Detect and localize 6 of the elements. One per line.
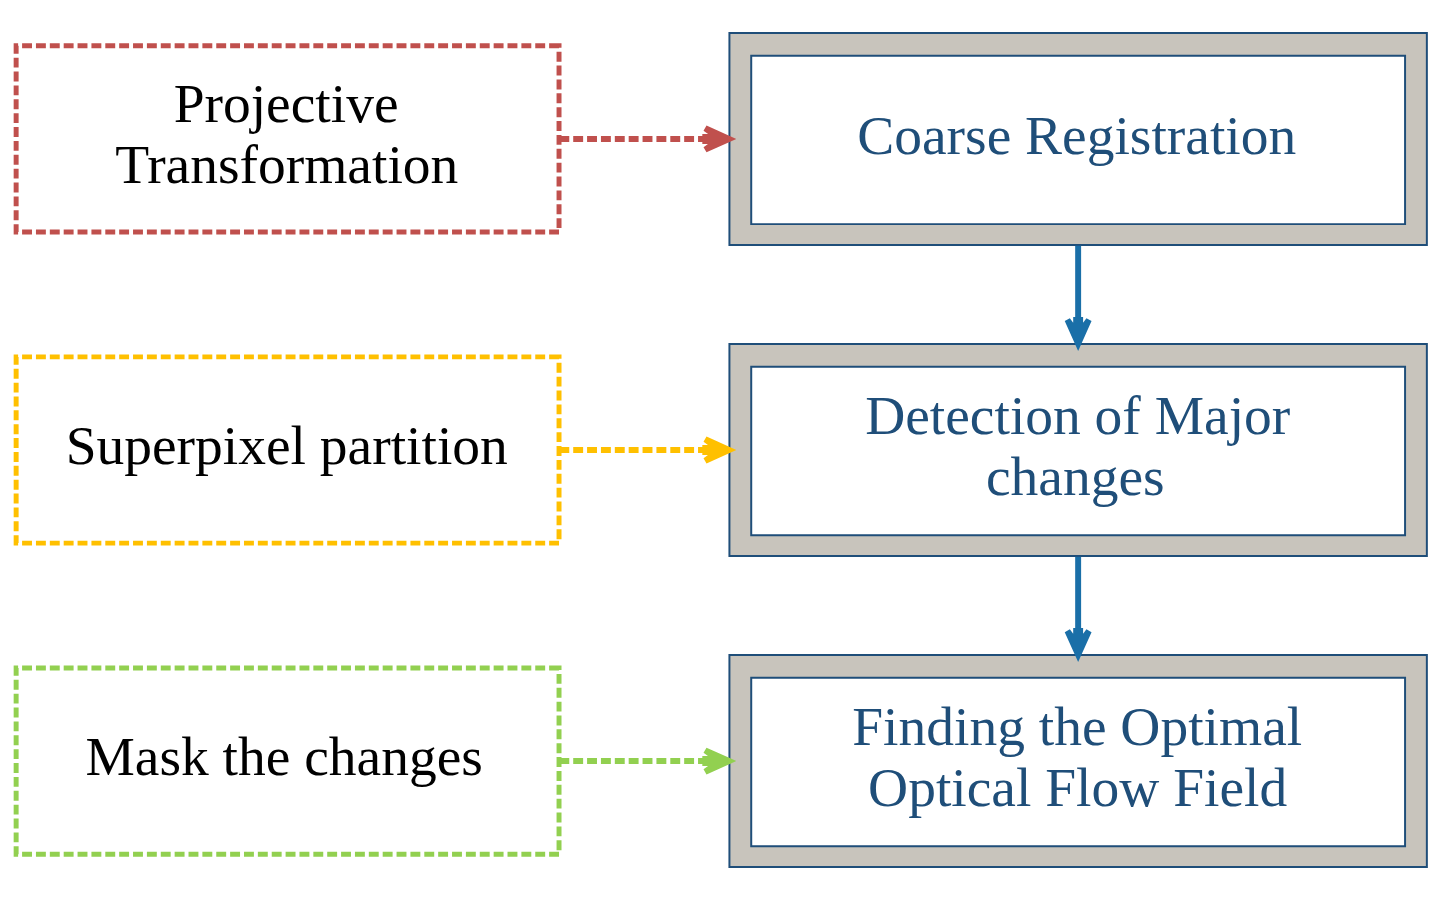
arrow [559, 435, 733, 464]
arrow [559, 746, 733, 775]
node-box: Projective Transformation [13, 42, 562, 235]
node-box: Mask the changes [13, 664, 562, 857]
node-box: Superpixel partition [13, 353, 562, 546]
arrow [559, 124, 733, 153]
